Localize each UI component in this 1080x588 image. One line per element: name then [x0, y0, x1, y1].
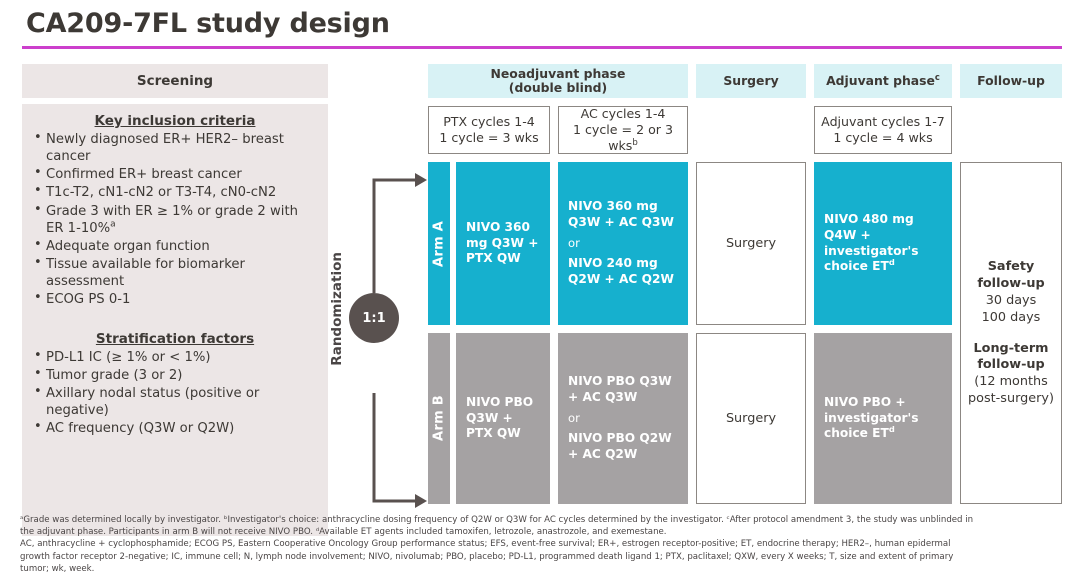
footnotes: ᵃGrade was determined locally by investi…: [20, 514, 1066, 575]
followup-safety-line1: Safety: [987, 259, 1035, 274]
title-underline-rule: [22, 46, 1062, 49]
arm-b-adjuvant-text: NIVO PBO + investigator's choice ETd: [824, 394, 919, 441]
arm-b-ptx-box: NIVO PBO Q3W + PTX QW: [456, 333, 550, 504]
followup-longterm-line4: post-surgery): [968, 391, 1054, 407]
arm-a-ptx-box: NIVO 360 mg Q3W + PTX QW: [456, 162, 550, 325]
phase-header-followup: Follow-up: [960, 64, 1062, 98]
arm-a-adjuvant-box: NIVO 480 mg Q4W + investigator's choice …: [814, 162, 952, 325]
arm-a-ptx-text: NIVO 360 mg Q3W + PTX QW: [466, 219, 539, 266]
randomization-arrows: [372, 173, 427, 508]
phase-header-adjuvant: Adjuvant phasec: [814, 64, 952, 98]
screening-body: Key inclusion criteria Newly diagnosed E…: [22, 104, 328, 536]
arm-b-ptx-text: NIVO PBO Q3W + PTX QW: [466, 394, 534, 441]
arm-b-adjuvant-box: NIVO PBO + investigator's choice ETd: [814, 333, 952, 504]
cycle-box-adjuvant: Adjuvant cycles 1-7 1 cycle = 4 wks: [814, 106, 952, 154]
screening-column: Screening Key inclusion criteria Newly d…: [22, 64, 328, 536]
cycle-box-adjuvant-line2: 1 cycle = 4 wks: [833, 130, 933, 145]
arm-a-surgery-box: Surgery: [696, 162, 806, 325]
phase-header-followup-line1: Follow-up: [977, 72, 1045, 88]
cycle-box-row: PTX cycles 1-4 1 cycle = 3 wks AC cycles…: [428, 106, 1062, 154]
inclusion-criteria-item: T1c-T2, cN1-cN2 or T3-T4, cN0-cN2: [32, 183, 318, 201]
phase-header-adjuvant-line1: Adjuvant phasec: [826, 71, 940, 88]
randomization-ratio-node: 1:1: [349, 293, 399, 343]
stratification-factor-item: PD-L1 IC (≥ 1% or < 1%): [32, 348, 318, 366]
arm-b-ac-option1: NIVO PBO Q3W + AC Q3W: [568, 374, 672, 405]
cycle-box-ac-sup: b: [632, 137, 638, 148]
cycle-box-ptx-line2: 1 cycle = 3 wks: [439, 130, 539, 145]
cycle-box-ac: AC cycles 1-4 1 cycle = 2 or 3 wksb: [558, 106, 688, 154]
followup-longterm-line2: follow-up: [977, 357, 1045, 373]
randomization-label: Randomization: [329, 252, 345, 366]
phase-header-surgery: Surgery: [696, 64, 806, 98]
stratification-factors-list: PD-L1 IC (≥ 1% or < 1%)Tumor grade (3 or…: [32, 348, 318, 438]
inclusion-criteria-item: Confirmed ER+ breast cancer: [32, 165, 318, 183]
followup-safety-line4: 100 days: [981, 309, 1041, 325]
screening-header: Screening: [22, 64, 328, 98]
arm-a-ac-or: or: [568, 235, 580, 250]
arm-b-adjuvant-sup: d: [888, 424, 895, 435]
stratification-factor-item: Tumor grade (3 or 2): [32, 366, 318, 384]
arm-b-surgery-text: Surgery: [725, 411, 777, 426]
arm-b-surgery-box: Surgery: [696, 333, 806, 504]
study-design-diagram: Neoadjuvant phase (double blind) Surgery…: [428, 64, 1062, 504]
cycle-box-ptx: PTX cycles 1-4 1 cycle = 3 wks: [428, 106, 550, 154]
treatment-arms-area: Arm A NIVO 360 mg Q3W + PTX QW NIVO 360 …: [428, 162, 1062, 504]
cycle-box-ptx-line1: PTX cycles 1-4: [443, 114, 535, 130]
followup-safety-line3: 30 days: [985, 292, 1037, 308]
arm-a-ac-option2: NIVO 240 mg Q2W + AC Q2W: [568, 256, 674, 286]
followup-longterm-line3: (12 months: [974, 374, 1048, 390]
arm-b-ac-box: NIVO PBO Q3W + AC Q3W or NIVO PBO Q2W + …: [558, 333, 688, 504]
phase-header-neoadjuvant-line1: Neoadjuvant phase: [490, 65, 626, 81]
key-inclusion-criteria-heading: Key inclusion criteria: [94, 113, 256, 129]
cycle-box-ac-line1: AC cycles 1-4: [580, 106, 666, 122]
footnote-line-2: the adjuvant phase. Participants in arm …: [20, 527, 667, 538]
arm-a-surgery-text: Surgery: [725, 236, 777, 251]
arm-a-ac-box: NIVO 360 mg Q3W + AC Q3W or NIVO 240 mg …: [558, 162, 688, 325]
followup-safety-line2: follow-up: [977, 275, 1045, 291]
stratification-factor-item: AC frequency (Q3W or Q2W): [32, 419, 318, 437]
inclusion-criteria-item: ECOG PS 0-1: [32, 290, 318, 308]
arm-a-ac-option1: NIVO 360 mg Q3W + AC Q3W: [568, 199, 674, 230]
followup-spacer: [961, 327, 1061, 341]
followup-box: Safety follow-up 30 days 100 days Long-t…: [960, 162, 1062, 504]
stratification-factors-heading: Stratification factors: [95, 330, 255, 347]
inclusion-criteria-item: Grade 3 with ER ≥ 1% or grade 2 with ER …: [32, 202, 318, 237]
footnote-line-3: AC, anthracycline + cyclophosphamide; EC…: [20, 539, 951, 550]
footnote-line-4: growth factor receptor 2-negative; IC, i…: [20, 551, 954, 562]
arm-a-adjuvant-sup: d: [888, 257, 895, 268]
phase-header-neoadjuvant-line2: (double blind): [508, 80, 608, 95]
inclusion-criteria-item-sup: a: [110, 219, 116, 230]
phase-header-adjuvant-sup: c: [934, 71, 940, 82]
inclusion-criteria-list: Newly diagnosed ER+ HER2– breast cancerC…: [32, 130, 318, 309]
arm-a-adjuvant-text: NIVO 480 mg Q4W + investigator's choice …: [824, 211, 919, 274]
arm-b-ac-or: or: [568, 410, 580, 425]
phase-header-row: Neoadjuvant phase (double blind) Surgery…: [428, 64, 1062, 98]
phase-header-neoadjuvant: Neoadjuvant phase (double blind): [428, 64, 688, 98]
arm-a-label-strip: Arm A: [428, 162, 450, 325]
arm-b-ac-option2: NIVO PBO Q2W + AC Q2W: [568, 431, 672, 461]
stratification-factor-item: Axillary nodal status (positive or negat…: [32, 384, 318, 419]
cycle-box-ac-line2: 1 cycle = 2 or 3 wksb: [572, 122, 674, 153]
inclusion-criteria-item: Newly diagnosed ER+ HER2– breast cancer: [32, 130, 318, 165]
arm-b-label-strip: Arm B: [428, 333, 450, 504]
footnote-line-1: ᵃGrade was determined locally by investi…: [20, 515, 974, 525]
page-title: CA209-7FL study design: [26, 8, 390, 39]
phase-header-surgery-line1: Surgery: [723, 72, 779, 88]
inclusion-criteria-item: Adequate organ function: [32, 237, 318, 255]
inclusion-criteria-item: Tissue available for biomarker assessmen…: [32, 255, 318, 290]
followup-longterm-line1: Long-term: [973, 340, 1049, 356]
cycle-box-adjuvant-line1: Adjuvant cycles 1-7: [821, 114, 945, 130]
footnote-line-5: tumor; wk, week.: [20, 563, 95, 574]
